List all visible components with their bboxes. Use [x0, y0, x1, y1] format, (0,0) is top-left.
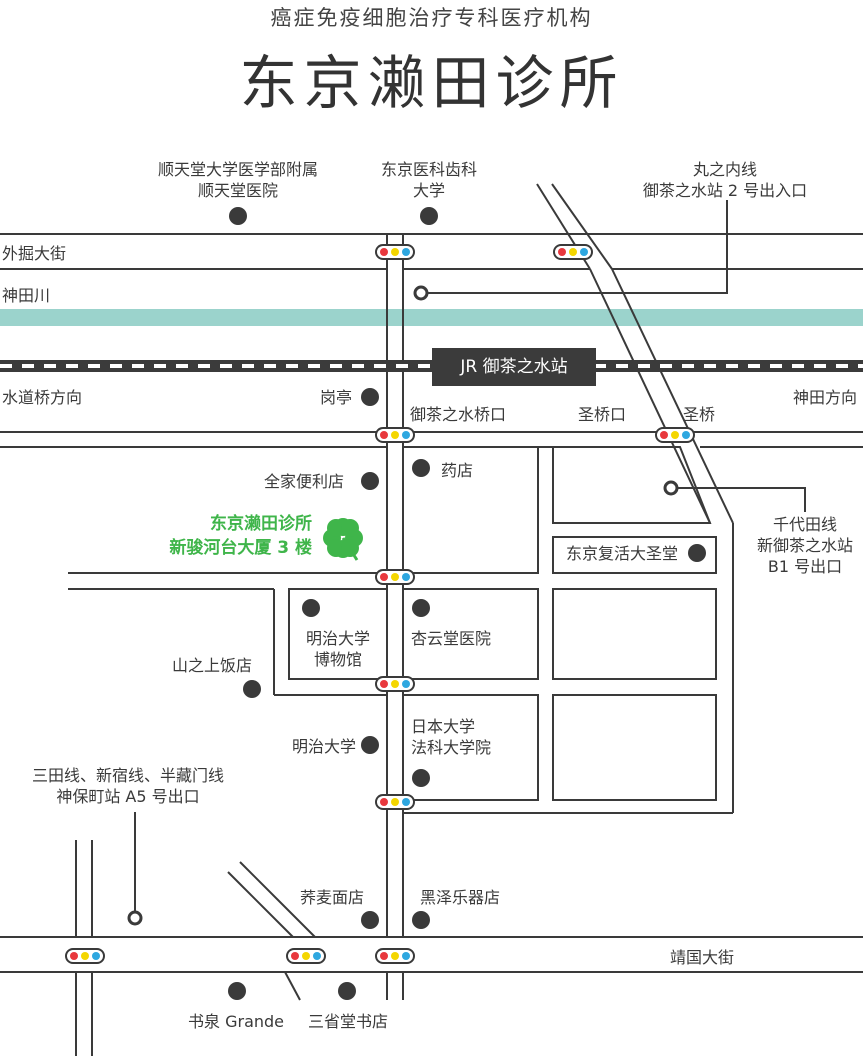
tmdu-line1: 东京医科齿科 [380, 160, 477, 179]
traffic-light-2 [553, 244, 593, 260]
landmark-pharmacy: 药店 [441, 461, 474, 480]
tmdu-line2: 大学 [412, 181, 445, 200]
mita-exit-label: 三田线、新宿线、半藏门线 神保町站 A5 号出口 [8, 765, 248, 807]
meiji-museum-line2: 博物馆 [313, 650, 362, 669]
traffic-light-1 [375, 244, 415, 260]
marunouchi-exit-marker [413, 285, 429, 301]
street-kanda-river: 神田川 [2, 286, 51, 305]
traffic-lights [65, 244, 695, 964]
jr-railway [0, 360, 863, 372]
nihon-univ-line2: 法科大学院 [411, 738, 492, 757]
kanda-river [0, 309, 863, 326]
chiyoda-exit: B1 号出口 [767, 557, 843, 576]
chiyoda-exit-label: 千代田线 新御茶之水站 B1 号出口 [745, 514, 863, 577]
hijiri-bridge: 圣桥 [683, 405, 716, 424]
chiyoda-station: 新御茶之水站 [756, 536, 853, 555]
road-network [0, 183, 863, 1056]
clinic-subtitle: 癌症免疫细胞治疗专科医疗机构 [270, 6, 593, 30]
traffic-light-10 [375, 948, 415, 964]
marunouchi-exit-label: 丸之内线 御茶之水站 2 号出入口 [620, 159, 830, 201]
clinic-building: 新骏河台大厦 3 楼 [169, 538, 312, 558]
traffic-light-3 [375, 427, 415, 443]
clinic-name: 东京濑田诊所 [210, 514, 312, 534]
chiyoda-line: 千代田线 [772, 515, 837, 534]
landmark-tmdu: 东京医科齿科 大学 [362, 159, 496, 201]
direction-suidobashi: 水道桥方向 [2, 388, 83, 407]
direction-kanda: 神田方向 [793, 388, 858, 407]
landmark-juntendo: 顺天堂大学医学部附属 顺天堂医院 [138, 159, 338, 201]
landmark-yamanoue: 山之上饭店 [172, 656, 253, 675]
jr-ochanomizu-station: JR 御茶之水站 [432, 348, 596, 386]
exit-hijiri: 圣桥口 [578, 405, 627, 424]
landmark-nihon-univ: 日本大学 法科大学院 [411, 716, 491, 758]
traffic-light-4 [655, 427, 695, 443]
landmark-meiji-univ: 明治大学 [291, 737, 356, 756]
mita-exit-marker [127, 910, 143, 926]
landmark-kurosawa: 黑泽乐器店 [420, 888, 501, 907]
landmark-kyounkai: 杏云堂医院 [411, 629, 492, 648]
nihon-univ-line1: 日本大学 [411, 717, 476, 736]
street-sotobori: 外掘大街 [2, 244, 67, 263]
street-yasukuni: 靖国大街 [670, 948, 735, 967]
clinic-clover-icon [323, 518, 363, 561]
exit-ochanomizubashi: 御茶之水桥口 [410, 405, 507, 424]
landmark-okatei: 岗亭 [319, 388, 352, 407]
mita-lines: 三田线、新宿线、半藏门线 [31, 766, 224, 785]
meiji-museum-line1: 明治大学 [305, 629, 370, 648]
landmark-sanseido: 三省堂书店 [308, 1012, 389, 1031]
landmark-cathedral: 东京复活大圣堂 [566, 544, 679, 563]
traffic-light-7 [375, 794, 415, 810]
chiyoda-exit-marker [663, 480, 679, 496]
marunouchi-exit: 御茶之水站 2 号出入口 [642, 181, 808, 200]
landmark-soba: 荞麦面店 [300, 888, 365, 907]
traffic-light-8 [65, 948, 105, 964]
mita-exit: 神保町站 A5 号出口 [56, 787, 200, 806]
landmark-shosen: 书泉 Grande [188, 1012, 285, 1031]
juntendo-line2: 顺天堂医院 [197, 181, 278, 200]
traffic-light-5 [375, 569, 415, 585]
marunouchi-line: 丸之内线 [692, 160, 757, 179]
clinic-title: 东京濑田诊所 [239, 49, 624, 117]
clinic-location-label: 东京濑田诊所 新骏河台大厦 3 楼 [120, 512, 312, 560]
landmark-meiji-museum: 明治大学 博物馆 [290, 628, 386, 670]
traffic-light-6 [375, 676, 415, 692]
landmark-dots [228, 207, 706, 1000]
traffic-light-9 [286, 948, 326, 964]
juntendo-line1: 顺天堂大学医学部附属 [157, 160, 318, 179]
landmark-familymart: 全家便利店 [263, 472, 344, 491]
